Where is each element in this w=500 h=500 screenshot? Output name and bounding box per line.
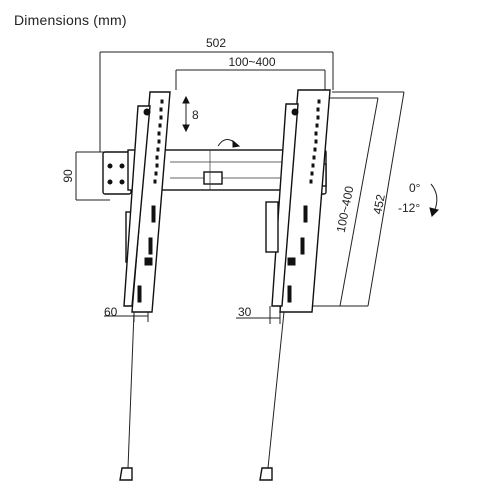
overall-width-label: 502 [206, 36, 226, 50]
rotation-arrow-icon [217, 139, 241, 148]
height-adjust-label: 8 [192, 108, 199, 122]
vesa-horizontal-label: 100~400 [228, 55, 275, 69]
left-offset-label: 60 [104, 305, 118, 319]
right-arm-holes [300, 99, 321, 255]
vesa-vertical-label: 100~400 [334, 184, 357, 233]
left-arm-holes [148, 99, 164, 255]
overall-height-label: 452 [370, 193, 388, 216]
tilt-upper-label: 0° [409, 181, 421, 195]
tilt-lower-label: -12° [398, 201, 420, 215]
overall-width-dimension: 502 [99, 36, 334, 152]
right-offset-label: 30 [238, 305, 252, 319]
tilt-indicator: 0° -12° [398, 181, 439, 217]
vesa-horizontal-dimension: 100~400 [175, 55, 326, 90]
right-offset-dimension: 30 [236, 305, 281, 324]
bracket-height-label: 90 [61, 169, 75, 183]
overall-height-dimension: 452 [300, 91, 405, 307]
height-adjust-indicator: 8 [182, 95, 199, 133]
left-bracket-arm [119, 91, 171, 481]
diagram-title: Dimensions (mm) [14, 12, 127, 28]
right-bracket-arm [259, 89, 331, 481]
